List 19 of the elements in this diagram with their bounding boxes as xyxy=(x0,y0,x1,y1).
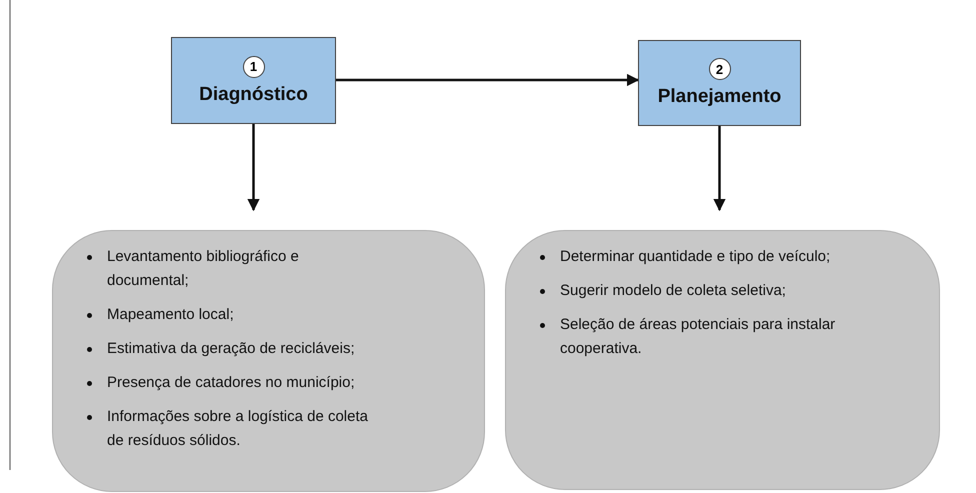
bullet-item: Presença de catadores no município; xyxy=(107,374,355,391)
rounded-panel xyxy=(52,230,485,492)
step-number: 1 xyxy=(242,56,264,78)
step-title: Planejamento xyxy=(658,86,782,108)
bullet-item: Sugerir modelo de coleta seletiva; xyxy=(560,282,786,299)
process-box xyxy=(171,37,336,124)
bullet-item: Seleção de áreas potenciais para instalar cooperativa. xyxy=(560,316,836,357)
bullet-item: Determinar quantidade e tipo de veículo; xyxy=(560,248,830,265)
arrow xyxy=(247,124,260,212)
bullet-item: Estimativa da geração de recicláveis; xyxy=(107,340,355,357)
arrow xyxy=(336,74,640,86)
step-title: Diagnóstico xyxy=(199,84,308,106)
bullet-item: Levantamento bibliográfico e documental; xyxy=(107,248,299,289)
arrow xyxy=(713,126,726,212)
rounded-panel xyxy=(505,230,940,490)
bullet-item: Informações sobre a logística de coleta de resíduos sólidos. xyxy=(107,408,368,449)
bullet-item: Mapeamento local; xyxy=(107,306,234,323)
process-box xyxy=(638,40,801,126)
step-number: 2 xyxy=(708,58,730,80)
